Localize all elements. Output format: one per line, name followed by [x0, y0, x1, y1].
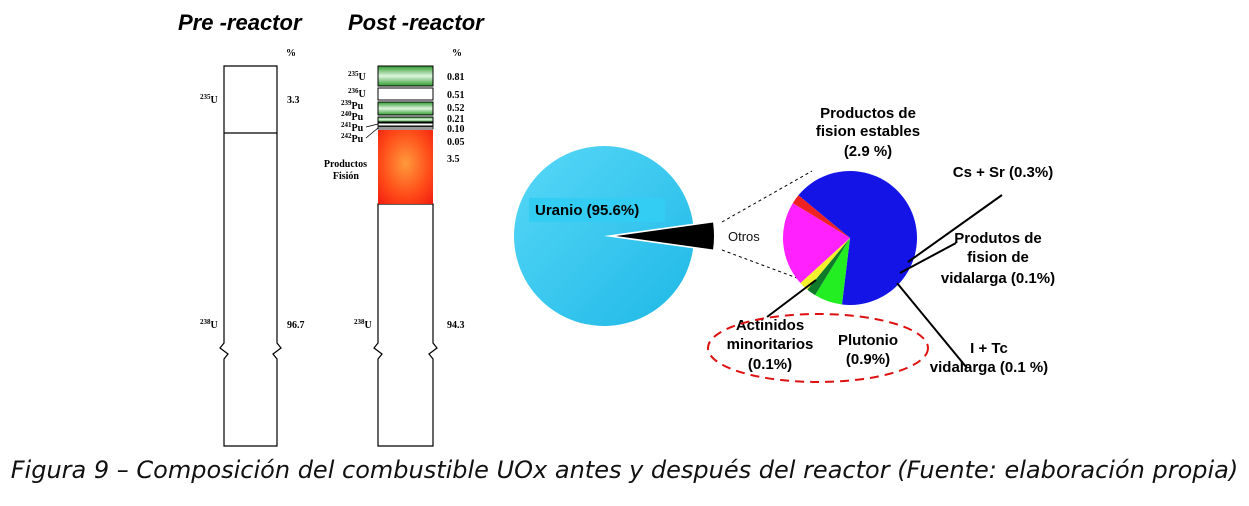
actinidos-line1: Actinidos	[736, 317, 804, 334]
post-pu239-mass: 239	[341, 99, 352, 107]
actinidos-slice	[792, 195, 850, 238]
pre-u238-value: 96.7	[287, 320, 305, 331]
pre-u238-mass: 238	[200, 318, 211, 326]
actinidos-line3: (0.1%)	[748, 356, 792, 373]
post-pu240-mass: 240	[341, 110, 352, 118]
post-u235-label: 235U	[348, 70, 366, 83]
produtos-vidalarga-line2: fision de	[967, 249, 1029, 266]
leader-cs-sr	[907, 194, 1003, 263]
figure-caption: Figura 9 – Composición del combustible U…	[10, 456, 1239, 484]
post-u238-value: 94.3	[447, 320, 465, 331]
actinidos-line2: minoritarios	[727, 336, 814, 353]
zoom-connector-top	[721, 170, 813, 223]
cs-sr-label: Cs + Sr (0.3%)	[953, 164, 1053, 181]
post-reactor-title: Post -reactor	[348, 10, 485, 35]
post-u235-element: U	[359, 72, 366, 83]
uranio-label-box	[529, 198, 665, 222]
detail-pie-labels: Productos de fision estables (2.9 %) Cs …	[727, 105, 1055, 376]
post-fission-products-bar	[378, 130, 433, 204]
post-u235-value: 0.81	[447, 72, 465, 83]
produtos-vidalarga-slice	[807, 238, 850, 296]
cs-sr-slice	[815, 238, 850, 305]
uranio-pie: Uranio (95.6%) Otros	[513, 146, 760, 326]
post-pu242-mass: 242	[341, 132, 352, 140]
plutonio-slice	[782, 203, 850, 284]
post-reactor-u238-bar	[373, 203, 438, 447]
post-fission-value: 3.5	[447, 154, 460, 165]
post-u236-element: U	[359, 89, 366, 100]
post-pu240-value: 0.21	[447, 114, 465, 125]
productos-estables-slice	[798, 171, 918, 306]
post-u238-label: 238U	[354, 318, 372, 331]
post-u236-label: 236U	[348, 87, 366, 100]
uranio-label: Uranio (95.6%)	[535, 202, 639, 219]
post-pu241-mass: 241	[341, 121, 352, 129]
pre-reactor-column: Pre -reactor % 235U 3.3 238U 96.7	[178, 10, 305, 447]
post-pu240-element: Pu	[352, 112, 364, 123]
post-pu242-value: 0.05	[447, 137, 465, 148]
actinides-highlight-ellipse	[707, 313, 929, 383]
i-tc-slice	[800, 238, 850, 290]
detail-pie-leaders	[766, 194, 1003, 369]
produtos-vidalarga-line1: Produtos de	[954, 230, 1042, 247]
post-reactor-column: Post -reactor % 235U 236U 239Pu 240Pu 24…	[324, 10, 485, 447]
main-pie-slices	[513, 146, 715, 326]
post-pu240-label: 240Pu	[341, 110, 364, 123]
i-tc-line2: vidalarga (0.1 %)	[930, 359, 1048, 376]
pre-u235-value: 3.3	[287, 95, 300, 106]
post-pu242-label: 242Pu	[341, 132, 364, 145]
otros-slice	[616, 222, 715, 250]
productos-estables-line2: fision estables	[816, 123, 920, 140]
leader-produtos-vidalarga	[899, 242, 957, 274]
post-u236-value: 0.51	[447, 90, 465, 101]
post-pu-leader-lines	[365, 123, 379, 139]
productos-estables-line3: (2.9 %)	[844, 143, 892, 160]
produtos-vidalarga-line3: vidalarga (0.1%)	[941, 270, 1055, 287]
leader-i-tc	[896, 282, 968, 369]
post-u238-mass: 238	[354, 318, 365, 326]
pre-reactor-bar	[219, 65, 282, 447]
post-pu239-element: Pu	[352, 101, 364, 112]
plutonio-line1: Plutonio	[838, 332, 898, 349]
pre-reactor-percent-header: %	[286, 48, 296, 59]
detail-pie	[782, 171, 918, 306]
post-u236-mass: 236	[348, 87, 359, 95]
pre-u235-element: U	[211, 95, 218, 106]
leader-actinidos	[766, 279, 817, 318]
post-fission-label-line2: Fisión	[333, 171, 360, 182]
post-pu242-element: Pu	[352, 134, 364, 145]
pre-u238-label: 238U	[200, 318, 218, 331]
post-pu241-value: 0.10	[447, 124, 465, 135]
detail-pie-slices	[782, 171, 918, 306]
post-u238-element: U	[365, 320, 372, 331]
post-pu240-bar	[377, 116, 434, 123]
post-u235-bar	[377, 65, 434, 87]
post-pu241-bar	[377, 122, 434, 127]
pre-u238-element: U	[211, 320, 218, 331]
post-reactor-percent-header: %	[452, 48, 462, 59]
post-pu241-element: Pu	[352, 123, 364, 134]
uranio-slice	[513, 146, 694, 326]
post-pu239-bar	[377, 101, 434, 116]
zoom-connector-bottom	[721, 249, 798, 279]
post-pu242-bar	[377, 126, 434, 130]
productos-estables-line1: Productos de	[820, 105, 916, 122]
pre-u235-label: 235U	[200, 93, 218, 106]
pre-u235-mass: 235	[200, 93, 211, 101]
post-fission-label-line1: Productos	[324, 159, 367, 170]
post-u235-mass: 235	[348, 70, 359, 78]
post-pu239-value: 0.52	[447, 103, 465, 114]
pre-reactor-title: Pre -reactor	[178, 10, 303, 35]
otros-label: Otros	[728, 229, 760, 244]
post-u236-bar	[377, 87, 434, 101]
post-pu239-label: 239Pu	[341, 99, 364, 112]
post-pu241-label: 241Pu	[341, 121, 364, 134]
plutonio-line2: (0.9%)	[846, 351, 890, 368]
i-tc-line1: I + Tc	[970, 340, 1008, 357]
